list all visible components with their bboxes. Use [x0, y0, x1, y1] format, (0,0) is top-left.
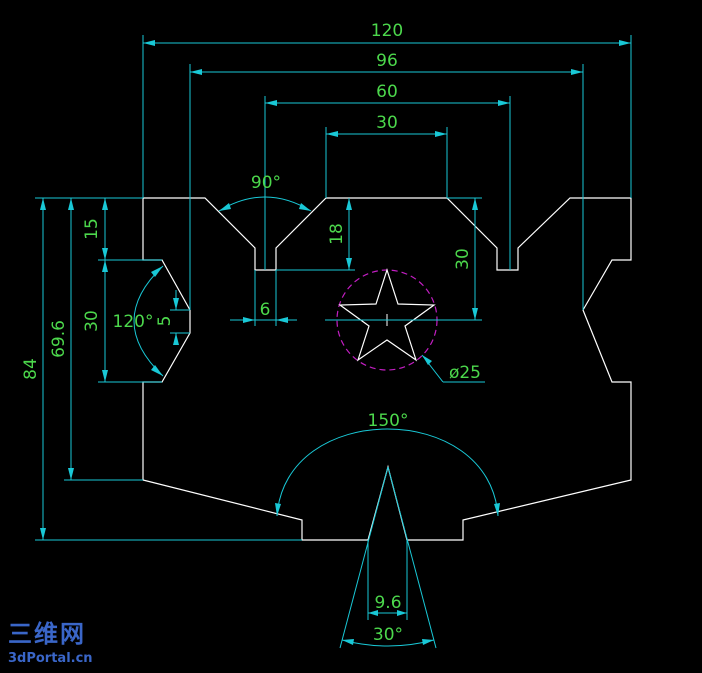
star-shape [338, 268, 436, 362]
dim-90-angle-label: 90° [251, 173, 281, 193]
dim-96-label: 96 [376, 51, 398, 71]
dim-6-label: 6 [260, 300, 271, 320]
dim-5-label: 5 [155, 316, 175, 327]
dim-30-top-label: 30 [376, 113, 398, 133]
watermark-url: 3dPortal.cn [8, 651, 93, 666]
dim-120-label: 120 [371, 21, 403, 41]
dim-18-label: 18 [327, 223, 347, 245]
dim-60-label: 60 [376, 82, 398, 102]
dimension-lines [35, 35, 632, 649]
dim-30-right-label: 30 [453, 248, 473, 270]
dim-9-6-label: 9.6 [374, 593, 401, 613]
dim-120-angle-label: 120° [113, 312, 154, 332]
dim-69-6-label: 69.6 [49, 320, 69, 358]
outline-path [142, 197, 632, 541]
dim-150-angle-label: 150° [368, 411, 409, 431]
dim-diameter-25-label: ø25 [449, 363, 481, 383]
dim-15-label: 15 [82, 218, 102, 240]
dimension-texts: 120 96 60 30 90° 15 69.6 84 30 120° 5 18… [21, 21, 481, 645]
watermark: 三维网 3dPortal.cn [8, 620, 93, 666]
watermark-logo-text: 三维网 [8, 620, 86, 648]
dim-30-left-label: 30 [82, 310, 102, 332]
part-outline [142, 197, 632, 541]
dim-84-label: 84 [21, 358, 41, 380]
dim-30-angle-label: 30° [373, 625, 403, 645]
